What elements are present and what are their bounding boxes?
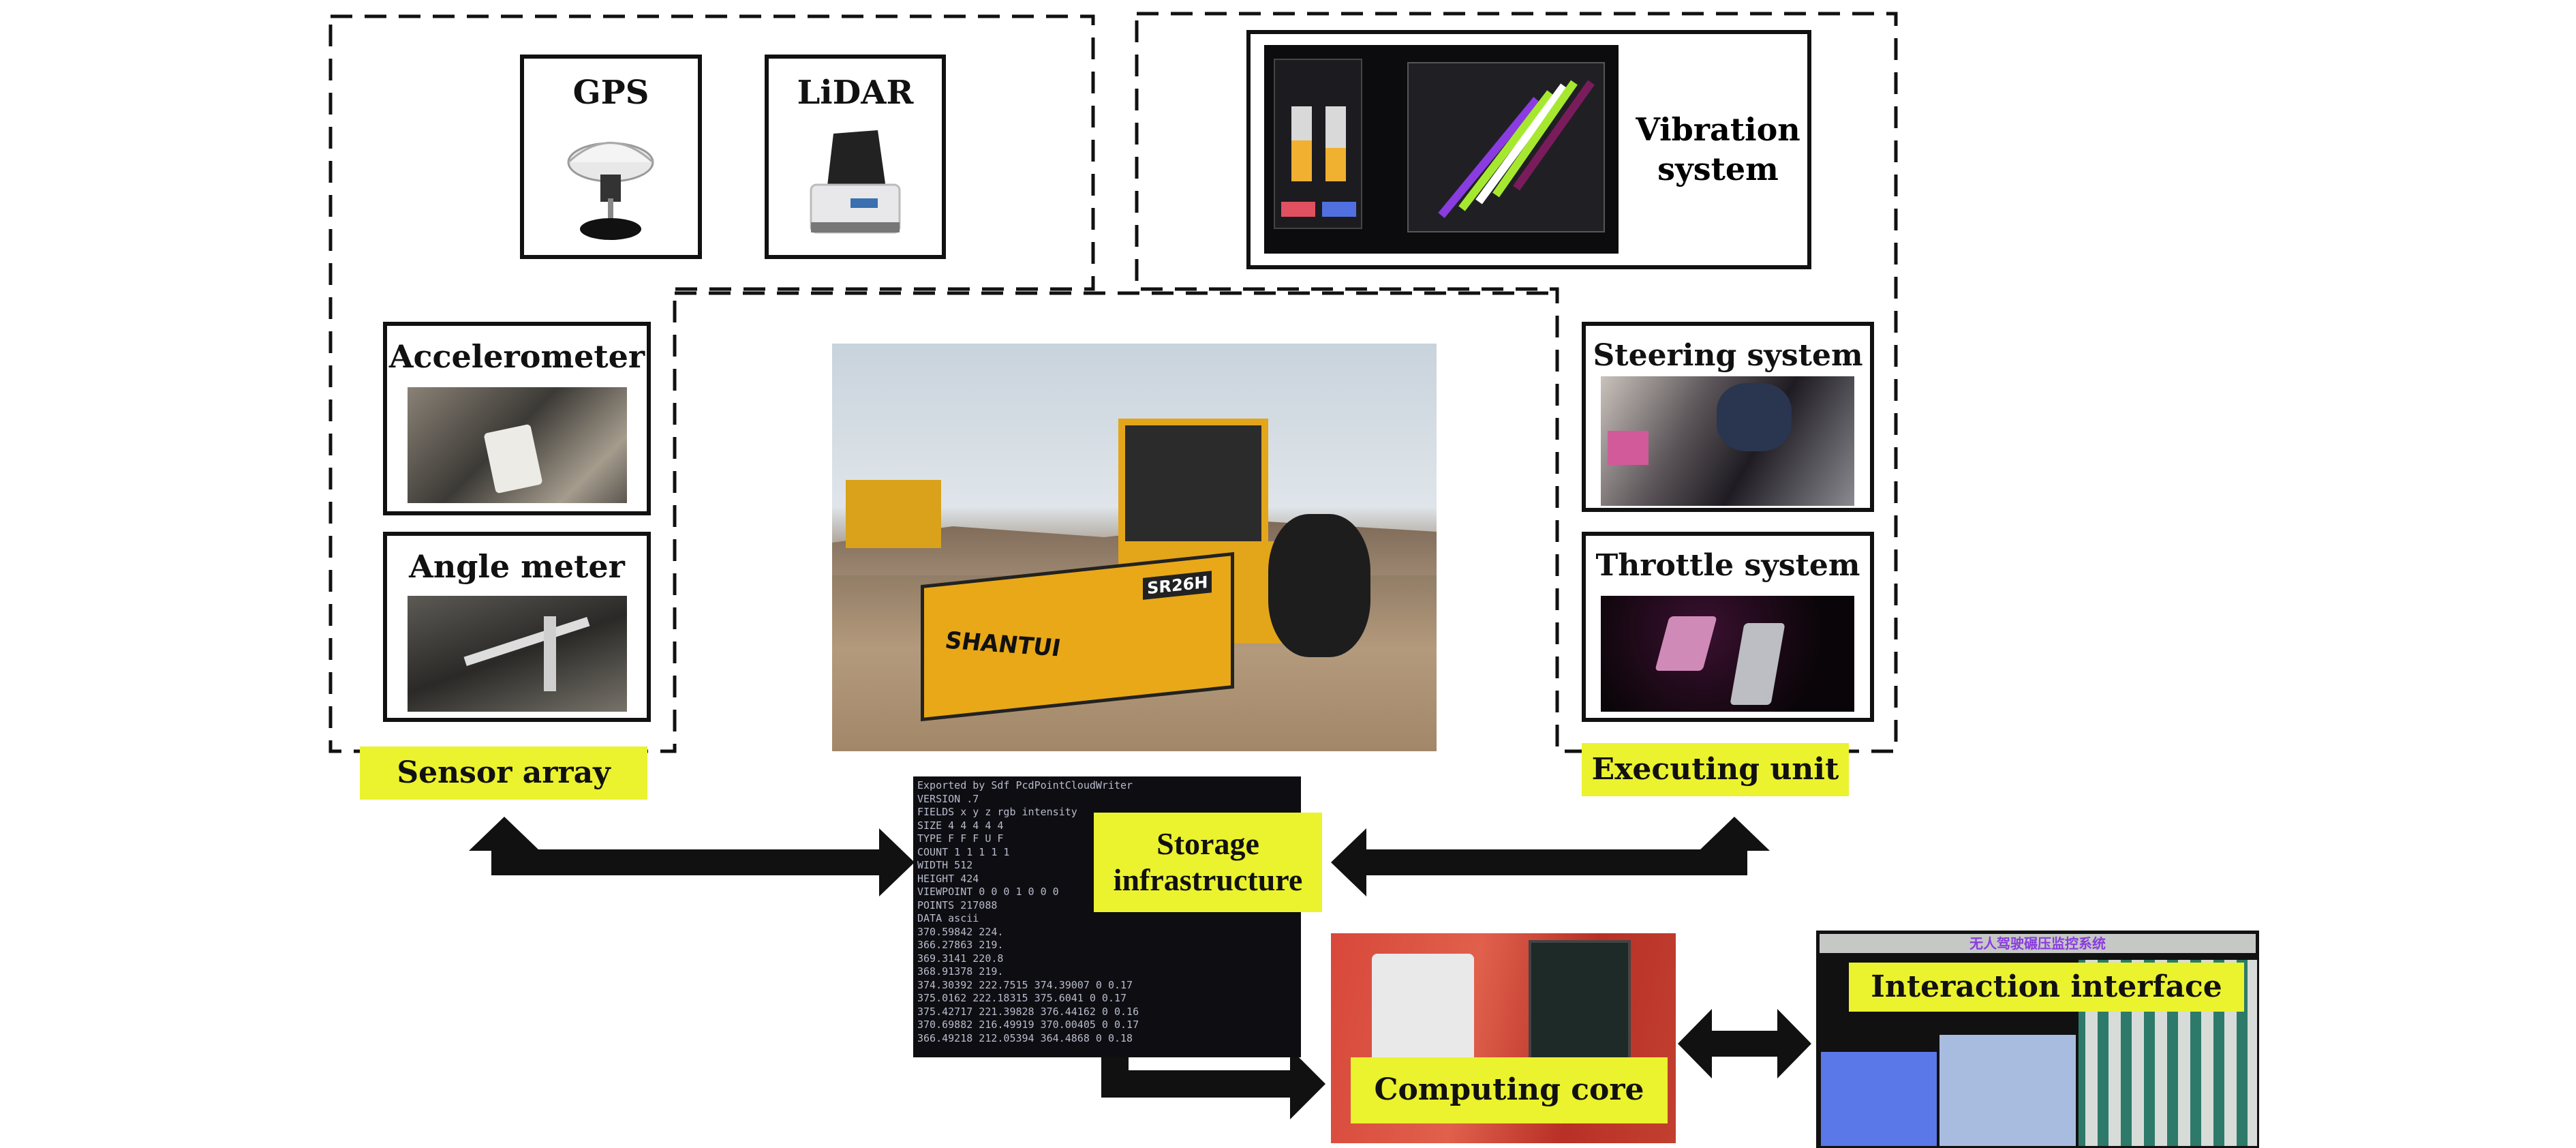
road-roller-photo: SHANTUI SR26H xyxy=(832,344,1437,751)
roller-model-text: SR26H xyxy=(1143,571,1212,600)
steering-system-title: Steering system xyxy=(1593,338,1863,373)
angle-meter-photo xyxy=(408,596,627,712)
accelerometer-photo xyxy=(408,387,627,503)
terminal-line: FIELDS x y z rgb intensity xyxy=(917,806,1077,818)
gps-antenna-icon xyxy=(567,142,654,240)
terminal-line: 375.0162 222.18315 375.6041 0 0.17 xyxy=(917,992,1127,1004)
terminal-line: 375.42717 221.39828 376.44162 0 0.16 xyxy=(917,1005,1139,1018)
interface-window-title: 无人驾驶碾压监控系统 xyxy=(1820,934,2256,953)
terminal-line: POINTS 217088 xyxy=(917,898,998,911)
steering-system-photo xyxy=(1601,376,1854,506)
executing-storage-arrow xyxy=(1331,817,1770,896)
roller-brand-text: SHANTUI xyxy=(942,626,1063,663)
terminal-line: 374.30392 222.7515 374.39007 0 0.17 xyxy=(917,978,1133,991)
terminal-line: 369.3141 220.8 xyxy=(917,952,1004,965)
terminal-line: 366.49218 212.05394 364.4868 0 0.18 xyxy=(917,1031,1133,1044)
sensor-array-label: Sensor array xyxy=(360,746,647,800)
gps-card: GPS xyxy=(520,55,702,259)
terminal-line: 370.69882 216.49919 370.00405 0 0.17 xyxy=(917,1018,1139,1031)
computing-interaction-arrow xyxy=(1678,1009,1811,1078)
accelerometer-card: Accelerometer xyxy=(383,322,651,515)
executing-unit-region xyxy=(1135,12,1898,753)
steering-system-card: Steering system xyxy=(1582,322,1874,512)
terminal-line: TYPE F F F U F xyxy=(917,832,1004,845)
throttle-system-card: Throttle system xyxy=(1582,532,1874,722)
terminal-line: 368.91378 219. xyxy=(917,965,1004,978)
terminal-line: Exported by Sdf PcdPointCloudWriter xyxy=(917,779,1133,791)
vibration-system-title: Vibration system xyxy=(1636,111,1800,187)
lidar-sensor-icon xyxy=(810,130,901,234)
vibration-system-card: Vibration system xyxy=(1246,30,1811,269)
computing-core-label: Computing core xyxy=(1351,1057,1668,1123)
terminal-line: 366.27863 219. xyxy=(917,939,1004,951)
storage-infrastructure-label: Storage infrastructure xyxy=(1094,813,1322,912)
lidar-card: LiDAR xyxy=(765,55,946,259)
gps-title: GPS xyxy=(572,74,649,112)
terminal-line: COUNT 1 1 1 1 1 xyxy=(917,845,1010,858)
lidar-title: LiDAR xyxy=(797,74,914,112)
executing-unit-label: Executing unit xyxy=(1582,743,1849,796)
accelerometer-title: Accelerometer xyxy=(388,338,645,375)
vibration-control-screen xyxy=(1264,45,1619,254)
terminal-line: SIZE 4 4 4 4 4 xyxy=(917,819,1004,832)
throttle-system-title: Throttle system xyxy=(1595,548,1860,583)
sensor-storage-arrow xyxy=(469,817,915,896)
sensor-array-region xyxy=(328,14,1095,753)
terminal-line: DATA ascii xyxy=(917,912,979,924)
terminal-line: WIDTH 512 xyxy=(917,859,973,871)
angle-meter-card: Angle meter xyxy=(383,532,651,722)
terminal-line: VIEWPOINT 0 0 0 1 0 0 0 xyxy=(917,886,1059,898)
terminal-line: VERSION .7 xyxy=(917,792,979,805)
terminal-line: HEIGHT 424 xyxy=(917,872,979,885)
throttle-system-photo xyxy=(1601,596,1854,712)
angle-meter-title: Angle meter xyxy=(409,548,625,585)
interaction-interface-label: Interaction interface xyxy=(1849,963,2244,1012)
terminal-line: 370.59842 224. xyxy=(917,925,1004,938)
